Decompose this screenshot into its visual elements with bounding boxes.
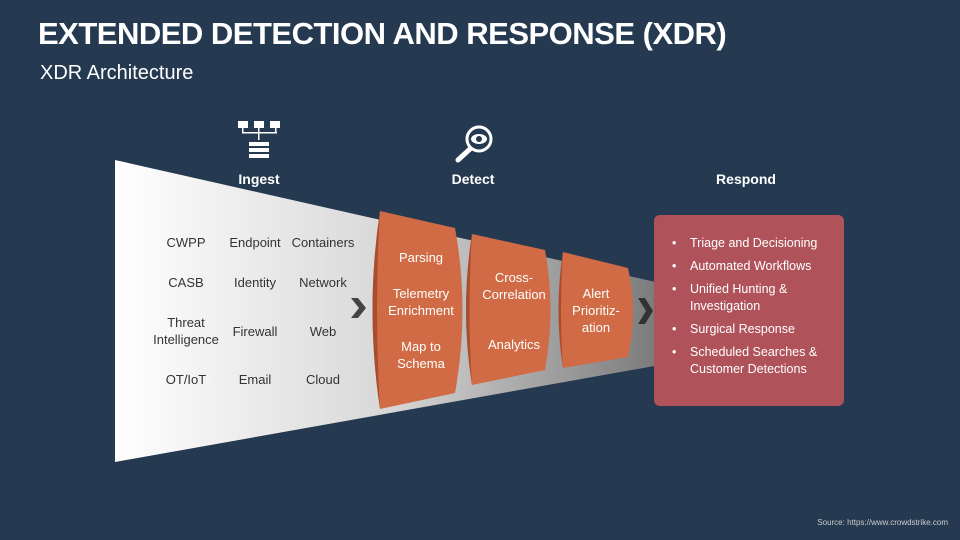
source-item: Firewall	[232, 324, 278, 339]
respond-item: Automated Workflows	[672, 258, 834, 275]
stage-ingest: Ingest	[238, 171, 280, 187]
barrel-label: Analytics	[487, 337, 541, 352]
barrel-1	[372, 211, 463, 409]
respond-item: Surgical Response	[672, 321, 834, 338]
barrel-2	[466, 234, 551, 385]
source-item: Web	[309, 324, 337, 339]
source-item: CASB	[168, 275, 204, 290]
respond-box: Triage and Decisioning Automated Workflo…	[654, 215, 844, 406]
chevron-right-icon	[638, 298, 653, 324]
page-title: EXTENDED DETECTION AND RESPONSE (XDR)	[38, 16, 727, 51]
chevron-right-icon	[351, 298, 366, 318]
stage-respond: Respond	[716, 171, 776, 187]
respond-item: Triage and Decisioning	[672, 235, 834, 252]
barrel-label: Parsing	[398, 250, 444, 265]
source-item: Cloud	[306, 372, 340, 387]
source-item: CWPP	[166, 235, 206, 250]
source-item: Endpoint	[229, 235, 281, 250]
source-item: Threat Intelligence	[153, 315, 219, 347]
source-item: Identity	[234, 275, 276, 290]
barrel-3	[558, 252, 633, 368]
source-item: OT/IoT	[165, 372, 207, 387]
barrel-label: Cross-Correlation	[482, 270, 546, 302]
source-item: Email	[238, 372, 272, 387]
magnifier-eye-icon	[455, 125, 493, 163]
barrel-label: Telemetry Enrichment	[388, 286, 454, 318]
source-note: Source: https://www.crowdstrike.com	[817, 518, 948, 527]
barrel-label: Map to Schema	[397, 339, 445, 371]
respond-item: Unified Hunting & Investigation	[672, 281, 834, 315]
stage-detect: Detect	[451, 171, 495, 187]
respond-item: Scheduled Searches & Customer Detections	[672, 344, 834, 378]
page-subtitle: XDR Architecture	[40, 62, 194, 84]
data-ingest-icon	[238, 121, 280, 158]
source-item: Network	[299, 275, 347, 290]
source-item: Containers	[291, 235, 355, 250]
barrel-label: Alert Prioritiz-ation	[572, 286, 620, 335]
